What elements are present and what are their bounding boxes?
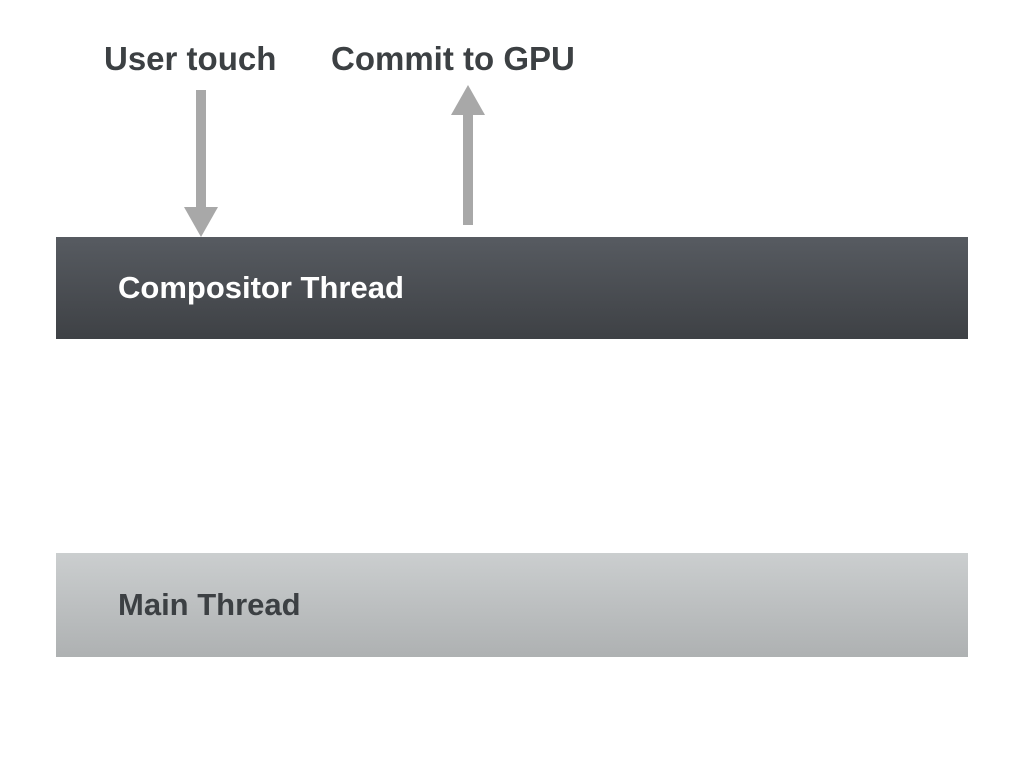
commit-to-gpu-label: Commit to GPU bbox=[331, 40, 575, 77]
commit-to-gpu-arrow-up-icon bbox=[451, 85, 485, 225]
user-touch-label: User touch bbox=[104, 40, 277, 77]
main-thread-bar: Main Thread bbox=[56, 553, 968, 657]
compositor-thread-label: Compositor Thread bbox=[118, 270, 404, 305]
user-touch-arrow-down-icon bbox=[184, 90, 218, 237]
main-thread-label: Main Thread bbox=[118, 587, 301, 622]
compositor-thread-bar: Compositor Thread bbox=[56, 237, 968, 339]
